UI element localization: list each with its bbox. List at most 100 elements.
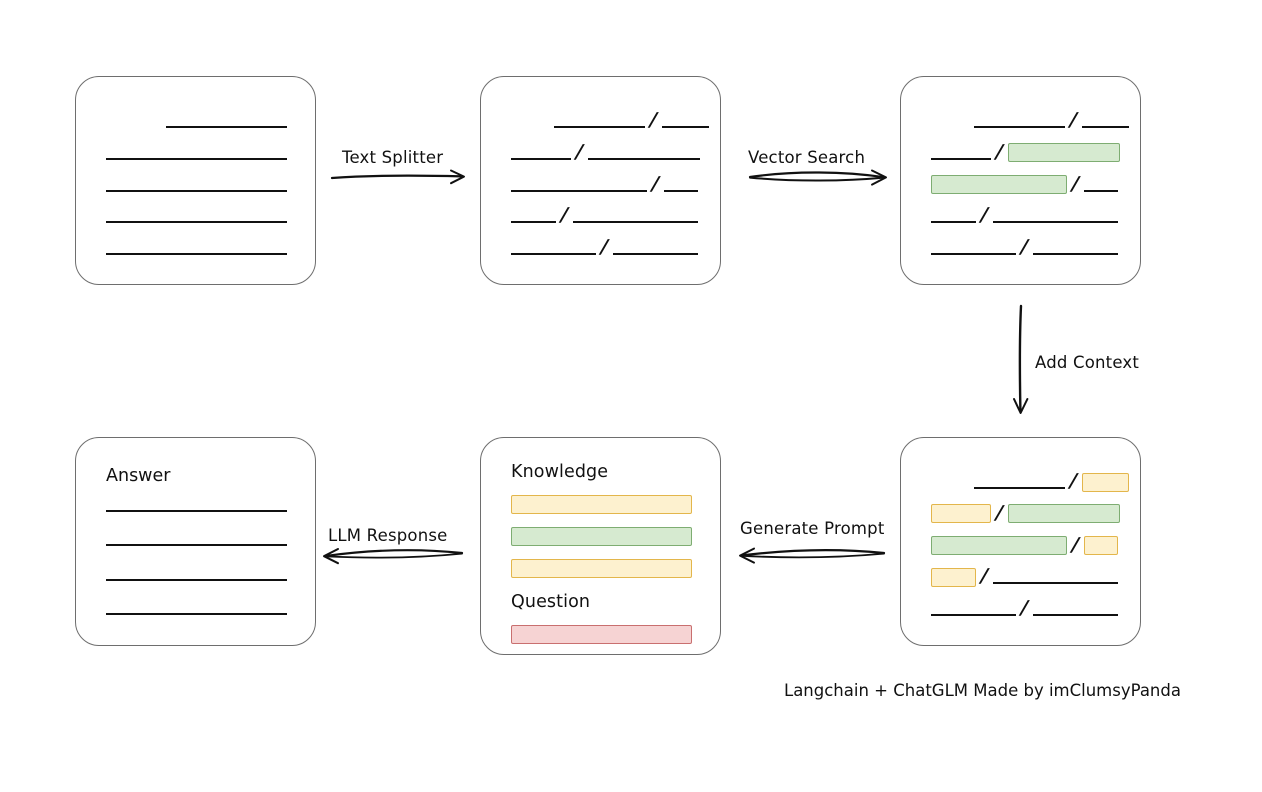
- vector-matched-chunks-content: / / / / /: [901, 77, 1140, 284]
- segment-separator: /: [560, 204, 570, 227]
- answer-label: Answer: [106, 466, 171, 486]
- document-row: /: [931, 565, 1119, 588]
- generated-prompt-box[interactable]: Knowledge Question: [480, 437, 721, 655]
- document-row: [106, 143, 287, 163]
- highlighted-chunk-yellow[interactable]: [931, 567, 977, 587]
- text-line-segment: [1083, 189, 1119, 192]
- llm-response-arrow-shape: [323, 548, 464, 565]
- highlighted-chunk-green[interactable]: [1007, 143, 1120, 163]
- document-row: /: [931, 597, 1119, 619]
- answer-text-line: [106, 510, 287, 512]
- text-line-segment: [974, 126, 1065, 128]
- document-row: /: [931, 204, 1119, 227]
- document-row: [106, 206, 287, 226]
- document-row: /: [931, 533, 1119, 556]
- knowledge-bar-green[interactable]: [511, 527, 692, 546]
- highlighted-chunk-green[interactable]: [931, 175, 1067, 194]
- text-line-segment: [106, 157, 287, 160]
- answer-text-line: [106, 544, 287, 547]
- segment-separator: /: [1071, 172, 1080, 195]
- text-splitter-arrow-shape: [330, 169, 465, 185]
- vector-search-arrow-label: Vector Search: [748, 148, 866, 167]
- knowledge-bar-yellow[interactable]: [511, 495, 692, 514]
- text-line-segment: [663, 189, 699, 192]
- segment-separator: /: [651, 172, 660, 195]
- document-row: /: [511, 172, 699, 195]
- segment-separator: /: [1069, 109, 1078, 131]
- text-line-segment: [165, 126, 287, 128]
- question-label: Question: [511, 592, 591, 612]
- answer-text-line: [106, 578, 287, 581]
- add-context-arrow-label: Add Context: [1035, 353, 1140, 372]
- context-added-chunks-rows: / / / / /: [931, 470, 1129, 619]
- text-line-segment: [511, 253, 597, 255]
- source-document-box[interactable]: [75, 76, 316, 285]
- document-row: /: [931, 236, 1119, 258]
- document-row: /: [931, 501, 1120, 524]
- highlighted-chunk-green[interactable]: [1007, 504, 1120, 524]
- answer-box[interactable]: Answer: [75, 437, 316, 646]
- highlighted-chunk-yellow[interactable]: [1081, 472, 1129, 492]
- vector-matched-chunks-rows: / / / / /: [931, 109, 1129, 258]
- document-row: [106, 238, 287, 258]
- text-line-segment: [511, 157, 571, 160]
- document-row: /: [511, 204, 699, 227]
- segment-separator: /: [649, 109, 658, 131]
- knowledge-bar-yellow[interactable]: [511, 559, 692, 578]
- vector-matched-chunks-box[interactable]: / / / / /: [900, 76, 1141, 285]
- segment-separator: /: [600, 236, 609, 258]
- text-line-segment: [993, 582, 1119, 585]
- llm-response-arrow-label: LLM Response: [328, 526, 448, 545]
- text-line-segment: [554, 126, 645, 128]
- segment-separator: /: [980, 204, 990, 227]
- segment-separator: /: [994, 501, 1004, 524]
- highlighted-chunk-green[interactable]: [931, 536, 1067, 555]
- split-chunks-box[interactable]: / / / / /: [480, 76, 721, 285]
- question-bar-red[interactable]: [511, 625, 692, 644]
- document-row: /: [511, 109, 709, 131]
- segment-separator: /: [1069, 470, 1078, 492]
- split-chunks-rows: / / / / /: [511, 109, 709, 258]
- add-context-arrow-shape: [1013, 304, 1029, 414]
- text-line-segment: [511, 189, 647, 192]
- segment-separator: /: [574, 140, 584, 163]
- document-row: /: [931, 109, 1129, 131]
- vector-search-arrow-shape: [748, 169, 887, 186]
- text-line-segment: [613, 253, 699, 255]
- segment-separator: /: [980, 565, 990, 588]
- text-line-segment: [587, 157, 700, 160]
- text-splitter-arrow-label: Text Splitter: [342, 148, 444, 167]
- context-added-chunks-box[interactable]: / / / / /: [900, 437, 1141, 646]
- footer-caption: Langchain + ChatGLM Made by imClumsyPand…: [784, 681, 1181, 700]
- text-line-segment: [511, 221, 557, 224]
- prompt-content: Knowledge Question: [511, 462, 692, 644]
- answer-text-line: [106, 612, 287, 615]
- context-added-chunks-content: / / / / /: [901, 438, 1140, 645]
- text-line-segment: [106, 189, 287, 192]
- segment-separator: /: [1071, 533, 1080, 556]
- generate-prompt-arrow-shape: [739, 547, 886, 564]
- text-line-segment: [106, 253, 287, 255]
- segment-separator: /: [1020, 597, 1029, 619]
- text-line-segment: [931, 157, 991, 160]
- document-row: /: [931, 172, 1119, 195]
- text-line-segment: [931, 253, 1017, 255]
- document-row: /: [931, 470, 1129, 492]
- knowledge-label: Knowledge: [511, 462, 609, 482]
- generate-prompt-arrow-label: Generate Prompt: [740, 519, 885, 538]
- text-line-segment: [974, 487, 1065, 489]
- highlighted-chunk-yellow[interactable]: [931, 504, 991, 524]
- text-line-segment: [931, 614, 1017, 616]
- highlighted-chunk-yellow[interactable]: [1083, 536, 1119, 555]
- segment-separator: /: [994, 140, 1004, 163]
- text-line-segment: [1081, 126, 1129, 128]
- text-line-segment: [931, 221, 977, 224]
- text-line-segment: [1033, 253, 1119, 255]
- document-row: [106, 175, 287, 195]
- source-document-content: [76, 77, 315, 284]
- document-row: /: [931, 140, 1120, 163]
- text-line-segment: [993, 221, 1119, 224]
- document-row: /: [511, 236, 699, 258]
- document-row: /: [511, 140, 700, 163]
